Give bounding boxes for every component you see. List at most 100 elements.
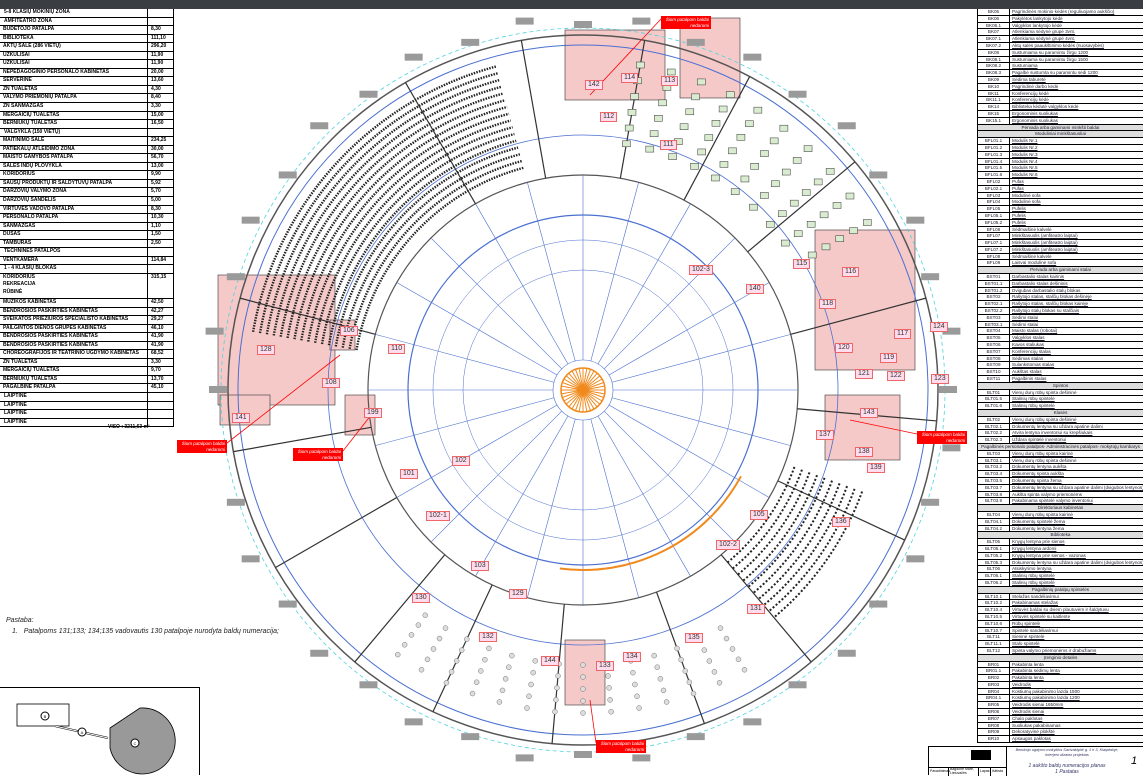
legend-code: BK06.1 [978,22,1010,29]
center-sculpture [571,389,584,410]
furniture-tag [632,17,651,25]
furniture-tag [461,733,480,741]
legend-description: Sieninė spintelė [1012,634,1045,640]
tb-col: Pavadinimas [929,768,950,776]
room-area: 5,70 [151,188,161,195]
legend-code: BFL07.2 [978,246,1010,253]
legend-section-header: Moduliniai minkštasuoliai [978,131,1143,139]
furniture-tag [686,38,705,46]
room-area: 30,00 [151,145,164,152]
legend-description: Ergonominis suoliukas [1012,117,1058,123]
room-area: 3,30 [151,358,161,365]
furniture-tag [359,681,378,689]
legend-description: Spinta valymo priemonėms ir drabužiams [1012,647,1097,653]
legend-description: Rūbų spintelė [1012,620,1041,626]
legend-code: BK08 [978,49,1010,56]
desk-chair [436,635,443,642]
room-area: 45,10 [151,384,164,391]
legend-description: Pakabinta lenta [1012,661,1044,667]
legend-description: Spintelė sandėliavimui [1012,627,1058,633]
room-area: 56,70 [151,154,164,161]
furniture-tag [310,649,329,657]
legend-description: Stalinių rūbų spintelė [1012,403,1055,409]
room-area [148,18,173,26]
legend-code: BK07.1 [978,36,1010,42]
dining-table [697,148,706,156]
dining-table [711,174,720,182]
furniture-tag [209,386,227,393]
furniture-tag [574,21,592,28]
legend-description: Darbastalio stalas kairinis [1012,274,1065,280]
legend-description: Dokumentų lentyna su uždara apatine dali… [1012,559,1143,565]
legend-description: Modulis Nr.2 [1012,144,1038,150]
center-sculpture [568,372,584,391]
seat-row [762,485,848,607]
desk-chair [509,652,515,659]
floor-plan[interactable] [175,9,975,775]
room-number: 131 [747,604,765,614]
legend-description: Sustumiama su paramintu žirgu 1500 [1012,56,1089,62]
legend-code: BFL02.1 [978,185,1010,192]
legend-description: Vienų durų rūbų spinta dešininė [1012,416,1077,422]
legend-code: BLT01.6 [978,403,1010,410]
legend-code: BFL05.2 [978,219,1010,226]
legend-code: BST05 [978,335,1010,342]
dining-table [753,106,763,114]
wall-ring [327,134,839,646]
legend-description: Aukštas stalas [1012,369,1042,375]
desk-chair [678,656,684,663]
legend-description: Konferencijų kėdė [1012,90,1049,96]
auditorium-seat-row [293,105,508,340]
radial-line [608,404,770,498]
desk-chair [424,656,431,663]
room-area: 315,15 [151,273,167,280]
room-area: 20,00 [151,68,164,75]
legend-description: Biblioteka kėdutė valgyklos kėdė [1012,104,1079,110]
note-title: Pastaba: [6,617,34,624]
room-name: VENTKAMERA [0,256,148,265]
room-number: 138 [855,447,873,457]
dining-table [685,108,695,116]
legend-description: Modulis Nr.5 [1012,165,1038,171]
dining-table [627,109,637,116]
room-number: 129 [509,589,527,599]
dining-table [806,220,816,228]
dining-table [719,161,729,168]
room-name: BENDROSIOS PASKIRTIES KABINETAS [0,333,148,341]
callout-no-furniture: Šiom patalpom baldai nedaromi [293,448,343,461]
legend-code: BLT06 [978,566,1010,573]
desk-chair [630,669,636,676]
dining-table [711,120,721,127]
desk-chair [526,693,532,699]
legend-code: BR03 [978,681,1010,688]
furniture-tag [404,53,423,61]
legend-description: Kostiumų pakabinimo lazda 1500 [1012,688,1080,694]
room-number: 118 [819,299,837,309]
legend-code: BLT10.7 [978,627,1010,634]
room-number: 134 [623,652,641,662]
legend-code: BLT05 [978,539,1010,545]
legend-description: Pufelis [1012,219,1026,225]
legend-code: BK10 [978,83,1010,90]
room-number: 102-1 [426,511,450,521]
legend-code: BLT03.9 [978,498,1010,505]
center-sculpture [582,389,604,398]
room-area: 296,20 [151,43,167,50]
furniture-tag [921,498,940,506]
room-number: 114 [621,73,639,83]
